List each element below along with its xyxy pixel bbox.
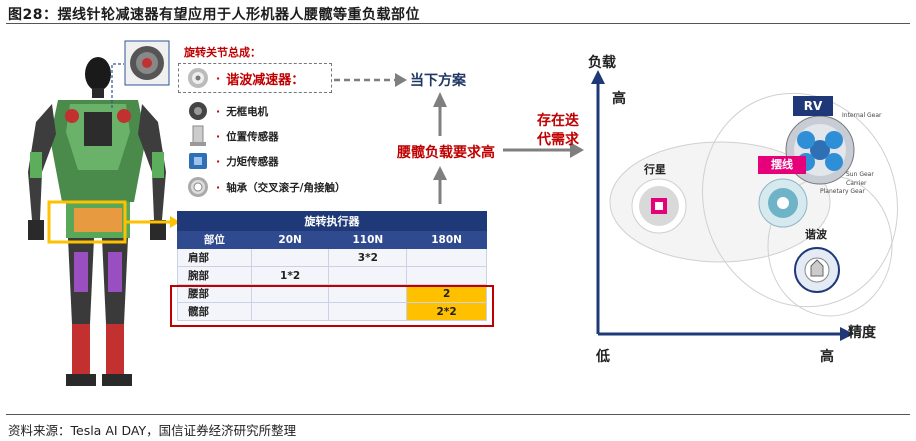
table-row: 髋部 2*2 — [177, 302, 487, 321]
bearing-icon — [188, 177, 208, 197]
top-rule — [6, 23, 910, 24]
x-axis-label: 精度 — [848, 325, 876, 341]
table-row: 肩部 3*2 — [177, 248, 487, 267]
table-cell: 3*2 — [328, 248, 408, 267]
sun-gear-note: Sun Gear — [846, 171, 874, 178]
component-row-torque-sensor: · 力矩传感器 — [184, 149, 279, 173]
table-cell — [250, 284, 330, 303]
carrier-note: Carrier — [846, 180, 867, 187]
table-header-part: 部位 — [177, 230, 252, 249]
cycloid-reducer-icon — [758, 178, 808, 228]
component-row-motor: · 无框电机 — [184, 99, 268, 123]
table-cell — [328, 302, 408, 321]
component-row-bearing: · 轴承（交叉滚子/角接触） — [184, 175, 346, 199]
table-cell — [250, 248, 330, 267]
iteration-need-label: 存在迭 代需求 — [526, 112, 590, 150]
planetary-reducer-icon — [631, 178, 687, 234]
req-up-arrow-head — [433, 92, 447, 107]
waist-hip-highlight-frame — [170, 285, 494, 327]
component-label: 力矩传感器 — [226, 155, 279, 168]
table-up-arrow-head — [433, 166, 447, 180]
internal-gear-note: Internal Gear — [842, 112, 882, 119]
cycloid-label: 摆线 — [758, 156, 806, 174]
load-requirement-label: 腰髋负载要求高 — [397, 145, 495, 161]
harmonic-label: 谐波 — [805, 228, 827, 241]
harmonic-drive-icon — [794, 247, 840, 293]
component-row-harmonic: · 谐波减速器： — [184, 66, 304, 90]
component-row-position-sensor: · 位置传感器 — [184, 124, 279, 148]
table-cell — [328, 284, 408, 303]
table-cell-highlight: 2*2 — [406, 302, 487, 321]
bullet: · — [216, 180, 221, 194]
frameless-motor-icon — [189, 102, 207, 120]
x-axis-high-label: 高 — [820, 349, 834, 365]
component-label: 无框电机 — [226, 105, 269, 118]
table-header-180n: 180N — [406, 230, 487, 249]
table-cell-part: 腕部 — [177, 266, 252, 285]
harmonic-region — [767, 175, 893, 317]
harmonic-reducer-icon — [188, 68, 208, 88]
component-label: 谐波减速器： — [226, 72, 305, 88]
y-axis-high-label: 高 — [612, 91, 626, 107]
bullet: · — [216, 104, 221, 118]
table-cell-part: 髋部 — [177, 302, 252, 321]
table-cell-part: 肩部 — [177, 248, 252, 267]
y-axis-arrow — [591, 70, 605, 84]
y-axis-label: 负载 — [588, 55, 616, 71]
figure-title: 图28：摆线针轮减速器有望应用于人形机器人腰髋等重负载部位 — [8, 7, 420, 23]
harmonic-reducer-dashed-box — [178, 63, 332, 93]
rv-label: RV — [793, 96, 833, 116]
planetary-label: 行星 — [644, 163, 666, 176]
rotary-actuator-table: 旋转执行器 部位 20N 110N 180N 肩部 3*2 腕部 1*2 腰部 … — [177, 211, 487, 321]
table-header-20n: 20N — [250, 230, 330, 249]
table-cell — [328, 266, 408, 285]
table-cell — [406, 248, 487, 267]
bullet: · — [216, 71, 221, 85]
iteration-line-2: 代需求 — [537, 132, 579, 148]
humanoid-robot-image — [28, 57, 166, 386]
joint-assembly-title: 旋转关节总成： — [184, 46, 261, 59]
table-row: 腕部 1*2 — [177, 266, 487, 285]
position-sensor-icon — [190, 125, 206, 146]
table-cell: 1*2 — [250, 266, 330, 285]
bullet: · — [216, 129, 221, 143]
bullet: · — [216, 154, 221, 168]
table-header-110n: 110N — [328, 230, 408, 249]
bottom-rule — [6, 414, 910, 415]
table-cell — [406, 266, 487, 285]
figure-source: 资料来源：Tesla AI DAY，国信证券经济研究所整理 — [8, 423, 297, 438]
planetary-gear-note: Planetary Gear — [820, 188, 865, 195]
table-row: 腰部 2 — [177, 284, 487, 303]
x-axis-low-label: 低 — [596, 349, 610, 365]
iteration-line-1: 存在迭 — [537, 113, 579, 129]
current-plan-label: 当下方案 — [410, 73, 466, 89]
component-label: 位置传感器 — [226, 130, 279, 143]
torque-sensor-icon — [189, 153, 207, 169]
component-label: 轴承（交叉滚子/角接触） — [226, 181, 346, 194]
current-plan-arrow-head — [395, 73, 407, 87]
joint-motor-icon — [124, 40, 170, 86]
table-caption: 旋转执行器 — [177, 211, 487, 231]
